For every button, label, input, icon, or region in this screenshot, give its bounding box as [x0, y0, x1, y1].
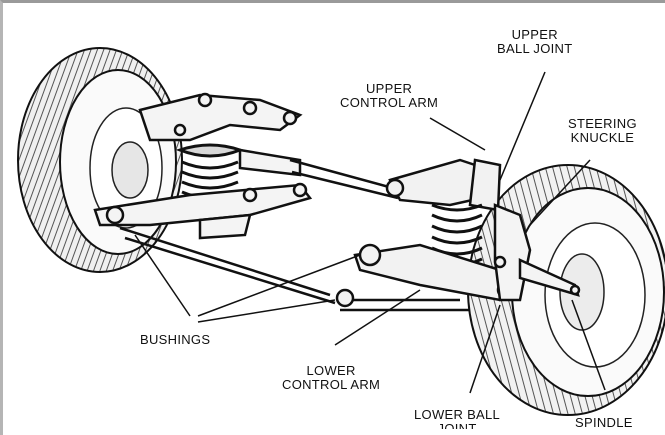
leader-upper-control-arm — [430, 118, 485, 150]
right-upper-control-arm — [387, 160, 500, 210]
label-line: UPPER — [497, 28, 572, 42]
label-upper-ball-joint: UPPER BALL JOINT — [497, 28, 572, 56]
label-steering-knuckle: STEERING KNUCKLE — [568, 117, 637, 145]
label-line: BUSHINGS — [140, 333, 210, 347]
label-spindle: SPINDLE — [575, 416, 633, 430]
label-line: JOINT — [414, 422, 500, 429]
label-lower-ball-joint: LOWER BALL JOINT — [414, 408, 500, 429]
label-line: CONTROL ARM — [340, 96, 438, 110]
label-line: SPINDLE — [575, 416, 633, 430]
label-line: CONTROL ARM — [282, 378, 380, 392]
leader-bushings-2 — [198, 300, 335, 322]
label-line: STEERING — [568, 117, 637, 131]
label-line: KNUCKLE — [568, 131, 637, 145]
leader-bushings-1 — [198, 255, 360, 316]
label-line: BALL JOINT — [497, 42, 572, 56]
label-line: LOWER — [282, 364, 380, 378]
leader-upper-ball-joint — [500, 72, 545, 180]
label-line: LOWER BALL — [414, 408, 500, 422]
label-upper-control-arm: UPPER CONTROL ARM — [340, 82, 438, 110]
left-wheel — [18, 48, 182, 272]
label-bushings: BUSHINGS — [140, 333, 210, 347]
label-lower-control-arm: LOWER CONTROL ARM — [282, 364, 380, 392]
label-line: UPPER — [340, 82, 438, 96]
